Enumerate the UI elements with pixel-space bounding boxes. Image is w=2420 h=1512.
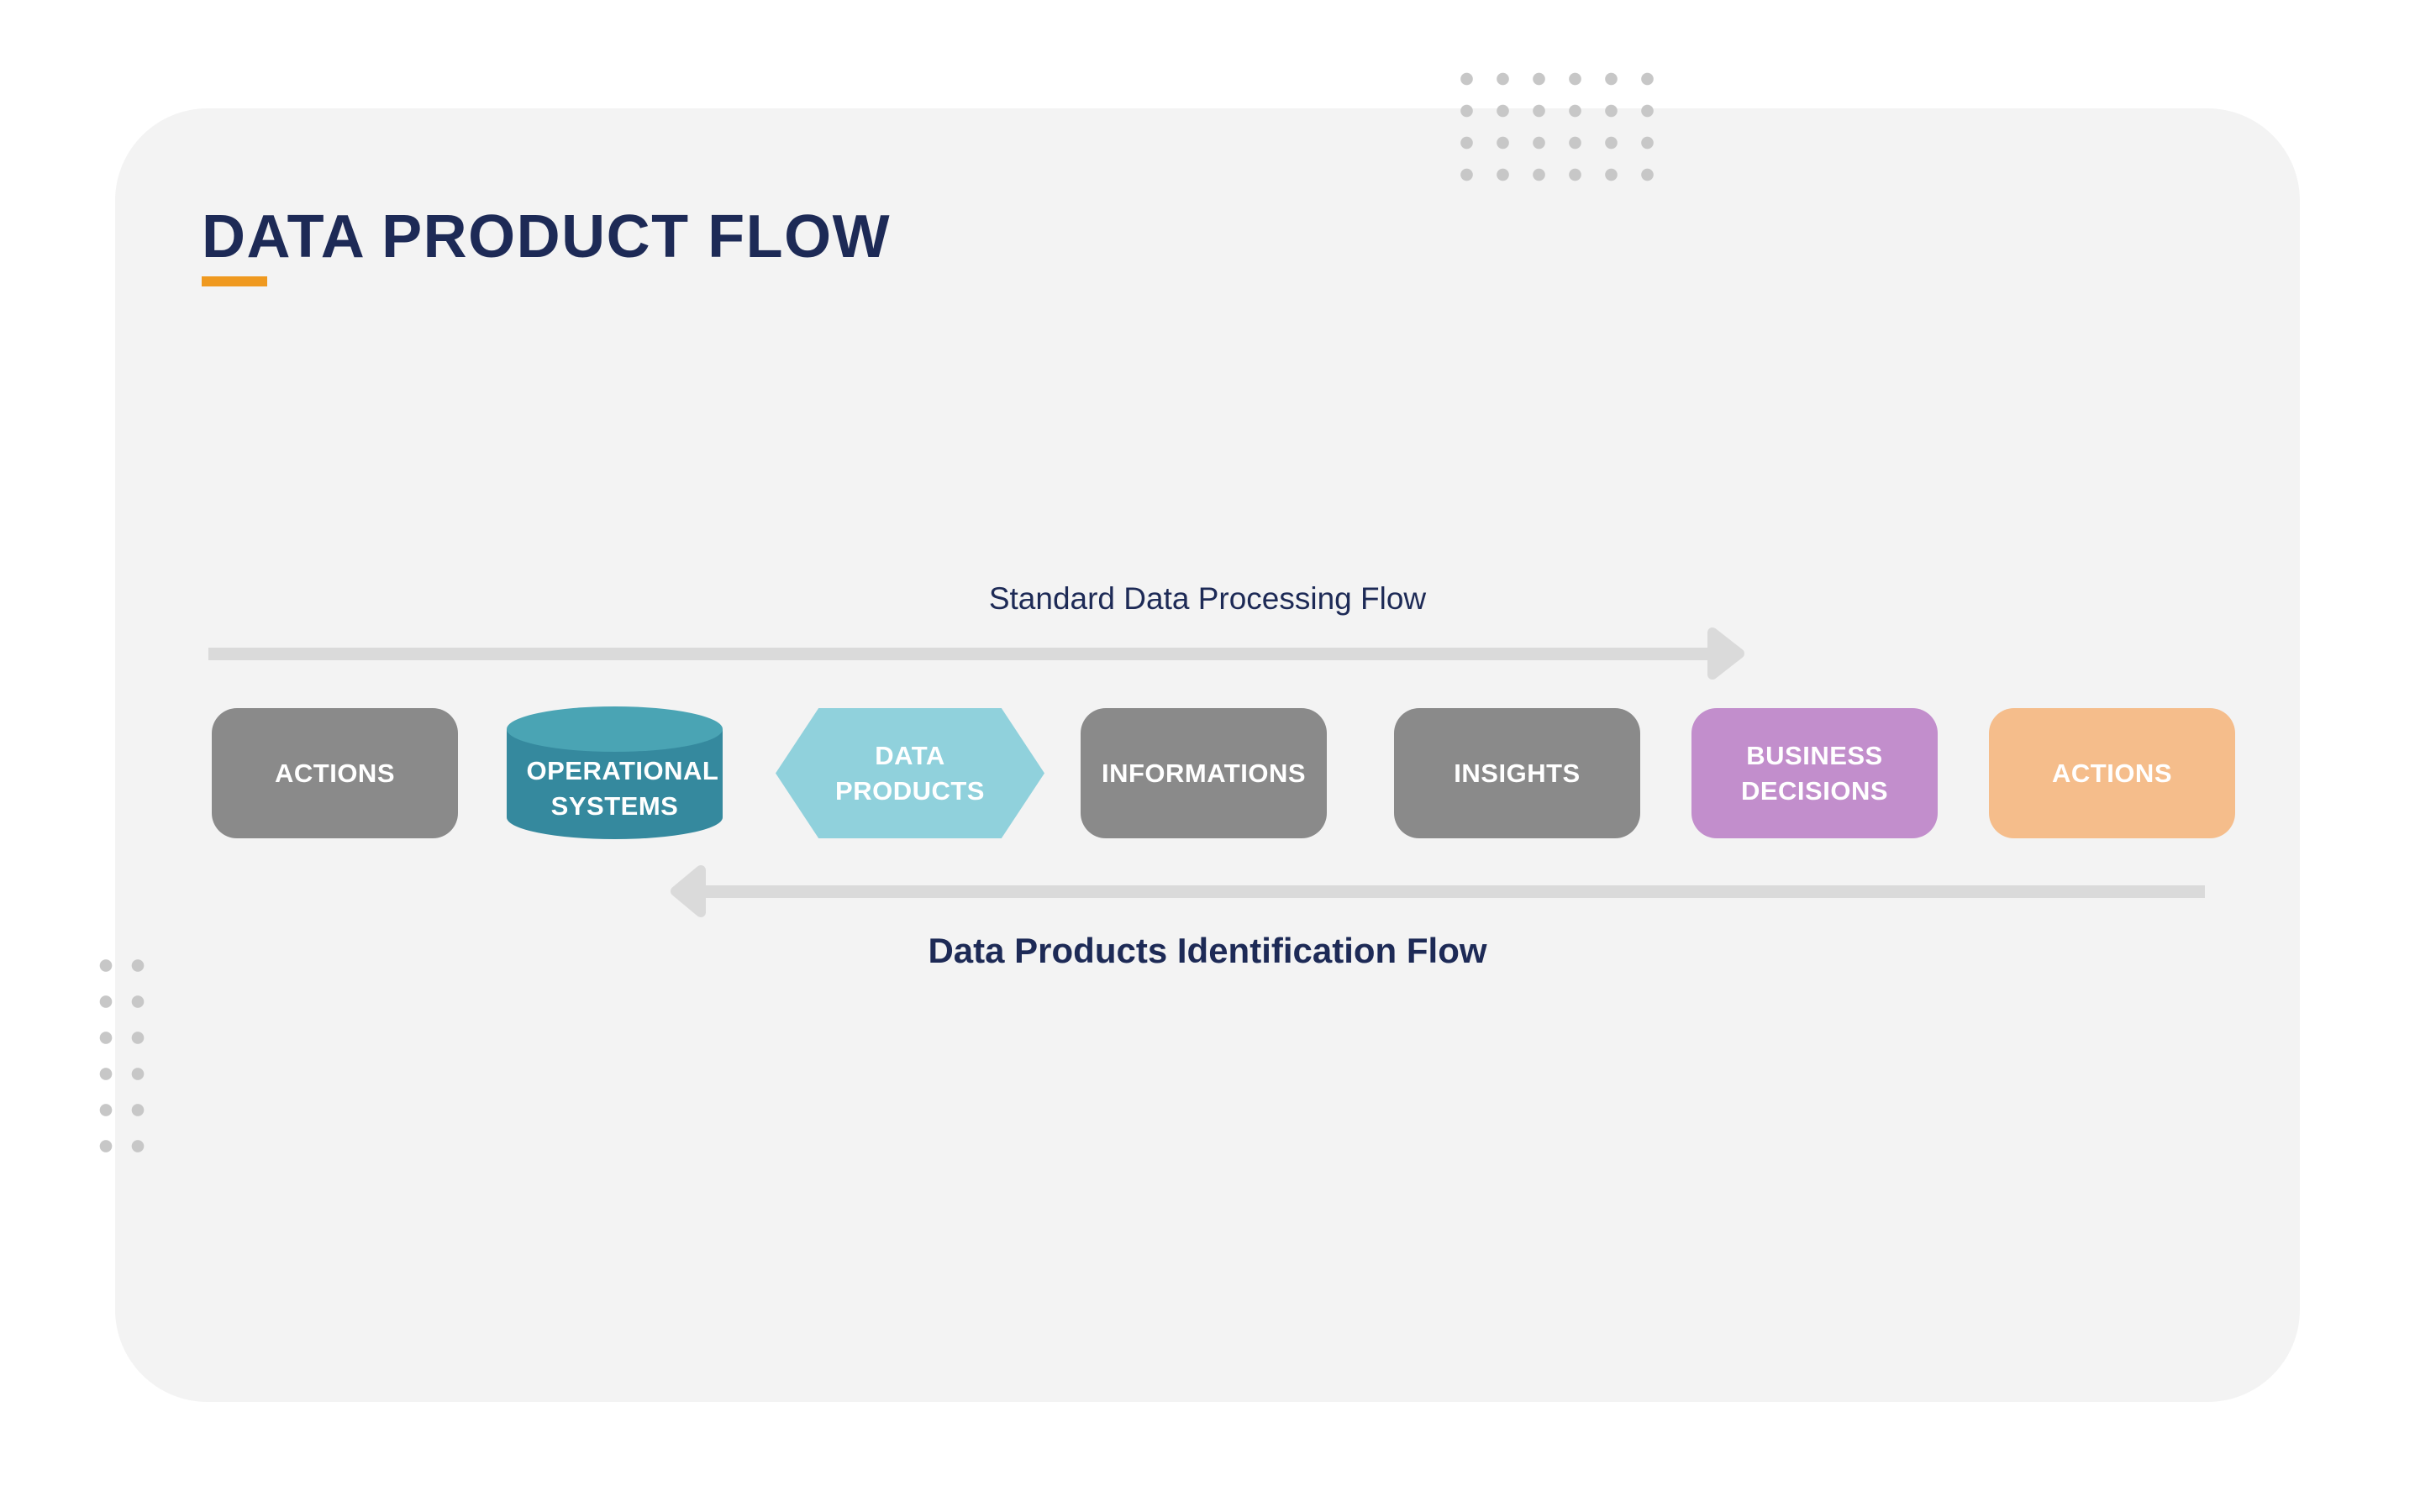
right-arrow-icon [208,627,1744,680]
node-insights: INSIGHTS [1394,708,1640,838]
node-label: OPERATIONAL SYSTEMS [526,756,719,821]
page-title: DATA PRODUCT FLOW [202,203,892,270]
node-business-decisions: BUSINESS DECISIONS [1691,708,1938,838]
node-label: DATA PRODUCTS [835,740,985,806]
cylinder-top-ellipse [507,706,723,752]
node-data-products: DATA PRODUCTS [776,708,1044,838]
node-label: ACTIONS [275,758,395,788]
node-operational-systems: OPERATIONAL SYSTEMS [507,706,723,839]
node-actions-2: ACTIONS [1989,708,2235,838]
decorative-dot-grid-top [1449,63,1665,191]
node-label: BUSINESS DECISIONS [1740,740,1889,806]
node-actions-1: ACTIONS [212,708,458,838]
backward-flow-label: Data Products Identification Flow [928,931,1487,970]
node-informations: INFORMATIONS [1081,708,1327,838]
forward-flow-label: Standard Data Processing Flow [988,581,1427,616]
left-arrow-icon [671,865,2205,917]
node-label: ACTIONS [2052,758,2172,788]
title-underline [202,276,267,286]
node-label: INFORMATIONS [1101,758,1307,788]
node-label: INSIGHTS [1454,758,1581,788]
decorative-dot-grid-bottom [90,948,154,1164]
